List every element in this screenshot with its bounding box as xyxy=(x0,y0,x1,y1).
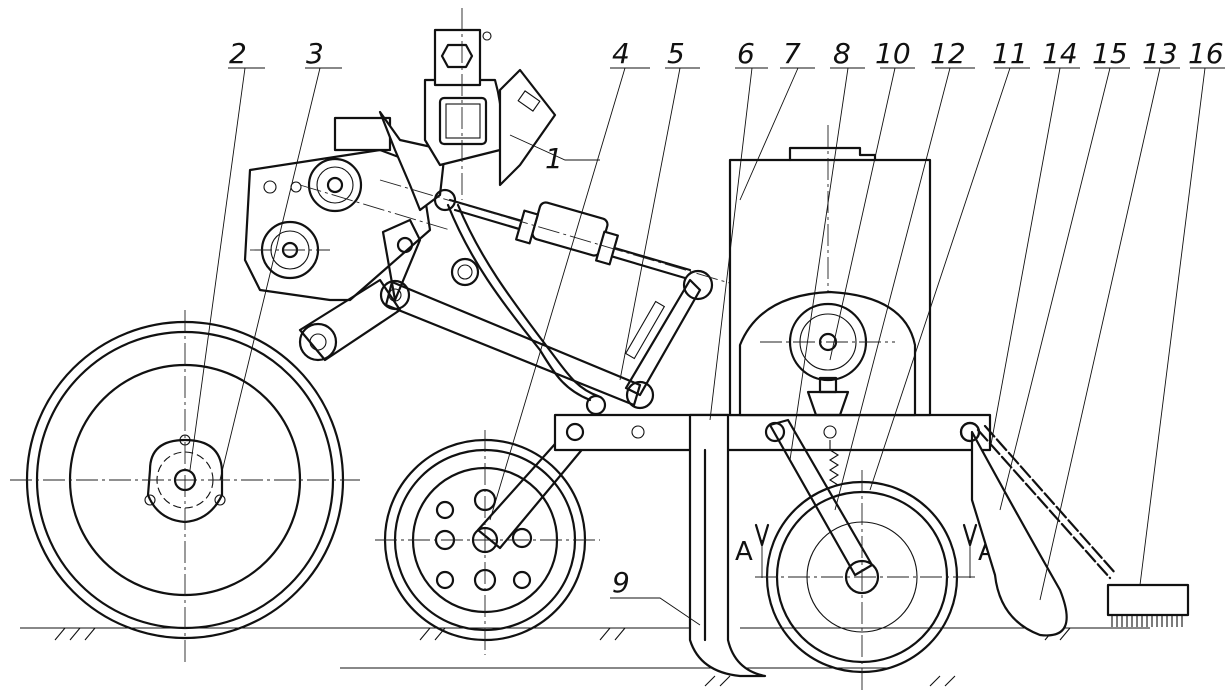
callout-12: 12 xyxy=(930,37,966,70)
frame-beam xyxy=(553,413,992,452)
gauge-wheel xyxy=(375,423,600,655)
callout-15: 15 xyxy=(1092,37,1128,70)
callout-16: 16 xyxy=(1188,37,1224,70)
callout-13: 13 xyxy=(1142,37,1178,70)
brush-harrow xyxy=(1106,583,1190,627)
callout-11: 11 xyxy=(992,37,1028,70)
callout-3: 3 xyxy=(306,37,324,70)
callout-2: 2 xyxy=(229,37,247,70)
callout-8: 8 xyxy=(833,37,851,70)
seed-meter xyxy=(738,290,917,417)
furrow-opener xyxy=(688,413,767,678)
ground-line xyxy=(20,627,1150,687)
callout-5: 5 xyxy=(667,37,685,70)
callout-10: 10 xyxy=(875,37,911,70)
large-wheel xyxy=(10,310,360,665)
turnbuckle xyxy=(379,179,761,293)
drag-chain xyxy=(976,424,1118,580)
section-mark-left: A xyxy=(735,537,753,567)
callout-7: 7 xyxy=(783,37,801,70)
callout-4: 4 xyxy=(612,37,630,70)
callout-14: 14 xyxy=(1042,37,1078,70)
top-clamp xyxy=(333,8,557,212)
callout-6: 6 xyxy=(737,37,755,70)
callout-9: 9 xyxy=(612,566,630,599)
press-wheel xyxy=(755,470,975,690)
callout-1: 1 xyxy=(545,142,563,175)
leader-lines xyxy=(189,67,1225,626)
depth-chain xyxy=(446,203,600,402)
